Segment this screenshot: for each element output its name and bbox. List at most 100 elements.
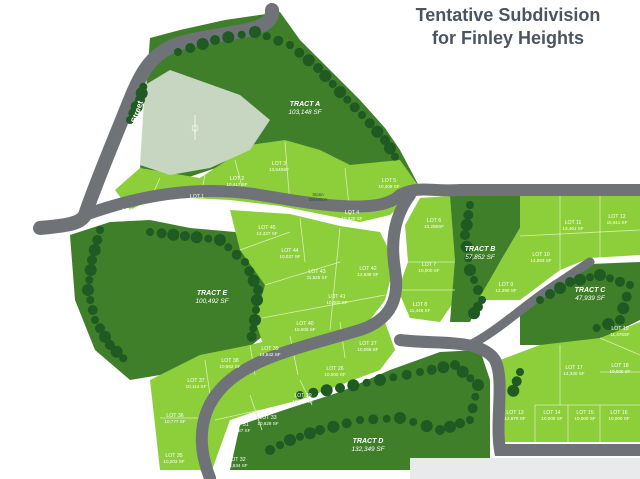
tree (304, 427, 316, 440)
tree (319, 70, 332, 82)
lot-name: LOT 10 (532, 252, 549, 258)
tree (167, 228, 180, 241)
lot-area: 14,842 SF (259, 352, 280, 357)
tree (84, 264, 97, 276)
storm-detention-area (140, 70, 270, 175)
lot-label: LOT 912,390 SF (495, 282, 516, 293)
tree (394, 412, 406, 424)
tree (472, 379, 484, 391)
title-line-1: Tentative Subdivision (415, 5, 601, 25)
tree (545, 289, 555, 299)
tree (249, 324, 258, 333)
tree (391, 152, 399, 161)
tract-name: TRACT B (465, 246, 496, 253)
tree (356, 416, 364, 424)
lot-area: 11,448 SF (410, 308, 431, 313)
tree (96, 226, 104, 234)
lot-name: LOT 8 (413, 302, 427, 308)
lot-name: LOT 37 (187, 378, 204, 384)
tree (249, 26, 261, 38)
lot-area: 12,427 SF (256, 231, 277, 236)
lot-name: LOT 14 (543, 410, 560, 416)
lot-label: LOT 410,820 SF (341, 210, 362, 221)
lot-area: 10,000 SF (574, 416, 595, 421)
lot-area: 16,579 SF (186, 200, 207, 205)
lot-name: LOT 41 (328, 294, 345, 300)
tree (455, 418, 465, 429)
tree (294, 47, 305, 58)
tree (334, 86, 346, 98)
lot-line (214, 409, 261, 421)
tree (574, 273, 586, 286)
lot-name: LOT 46 (122, 208, 139, 214)
lot-name: LOT 32 (228, 457, 245, 463)
tree (99, 330, 111, 343)
tree (204, 234, 213, 243)
tree (478, 296, 486, 304)
tree (617, 302, 630, 315)
lot-area: 10,000 SF (324, 372, 345, 377)
lot-label: LOT 313,649SF (269, 161, 289, 172)
lot-area: 10,000 SF (608, 416, 629, 421)
tree (602, 318, 615, 330)
tree (463, 210, 474, 220)
tree (214, 234, 226, 246)
tree (384, 142, 396, 155)
tree (507, 384, 520, 397)
tract-d-label: TRACT D 132,349 SF (351, 438, 385, 453)
tree (511, 376, 522, 387)
tree (444, 420, 456, 433)
lot-name: LOT 40 (296, 321, 313, 327)
tract-b-label: TRACT B 57,852 SF (465, 246, 496, 261)
tree (185, 43, 196, 53)
tree (327, 420, 340, 433)
lot-area: 11,187 SF (230, 428, 251, 433)
lot-label: LOT 510,408 SF (378, 178, 399, 189)
lot-lines (149, 141, 640, 442)
tract-c-label: TRACT C 47,939 SF (575, 287, 607, 302)
tree (473, 285, 483, 295)
lots-26-39-area (150, 320, 395, 470)
tract-area: 57,852 SF (465, 254, 496, 261)
tree (85, 276, 94, 284)
tract-name: TRACT E (197, 290, 228, 297)
lot-label: LOT 210,417 SF (226, 176, 247, 187)
lot-area: 10,203 SF (163, 459, 184, 464)
tree (615, 315, 625, 325)
tree (621, 291, 632, 302)
lot-area: 10,408 SF (378, 184, 399, 189)
tree (466, 416, 474, 424)
tree (276, 441, 284, 449)
lot-name: LOT 7 (422, 262, 436, 268)
tree (313, 63, 323, 73)
lot-area: 10,914 SF (120, 214, 141, 219)
lot-name: LOT 9 (499, 282, 513, 288)
tree (368, 414, 379, 425)
lot-name: LOT 42 (359, 266, 376, 272)
tree (328, 80, 337, 88)
tree (401, 369, 412, 380)
lot-area: 10,000 SF (294, 327, 315, 332)
lot-name: LOT 15 (576, 410, 593, 416)
tree (273, 35, 284, 46)
tree (196, 38, 209, 50)
lot-name: LOT 2 (230, 176, 244, 182)
lot-area: 13,649SF (269, 167, 289, 172)
tree (374, 374, 386, 386)
tract-e-label: TRACT E 100,492 SF (195, 290, 229, 305)
lot-label: LOT 710,000 SF (418, 262, 439, 273)
tree (456, 365, 469, 378)
lot-area: 11,525 SF (307, 275, 328, 280)
tract-name: TRACT C (575, 287, 607, 294)
tree (237, 30, 246, 39)
tree (92, 235, 103, 245)
